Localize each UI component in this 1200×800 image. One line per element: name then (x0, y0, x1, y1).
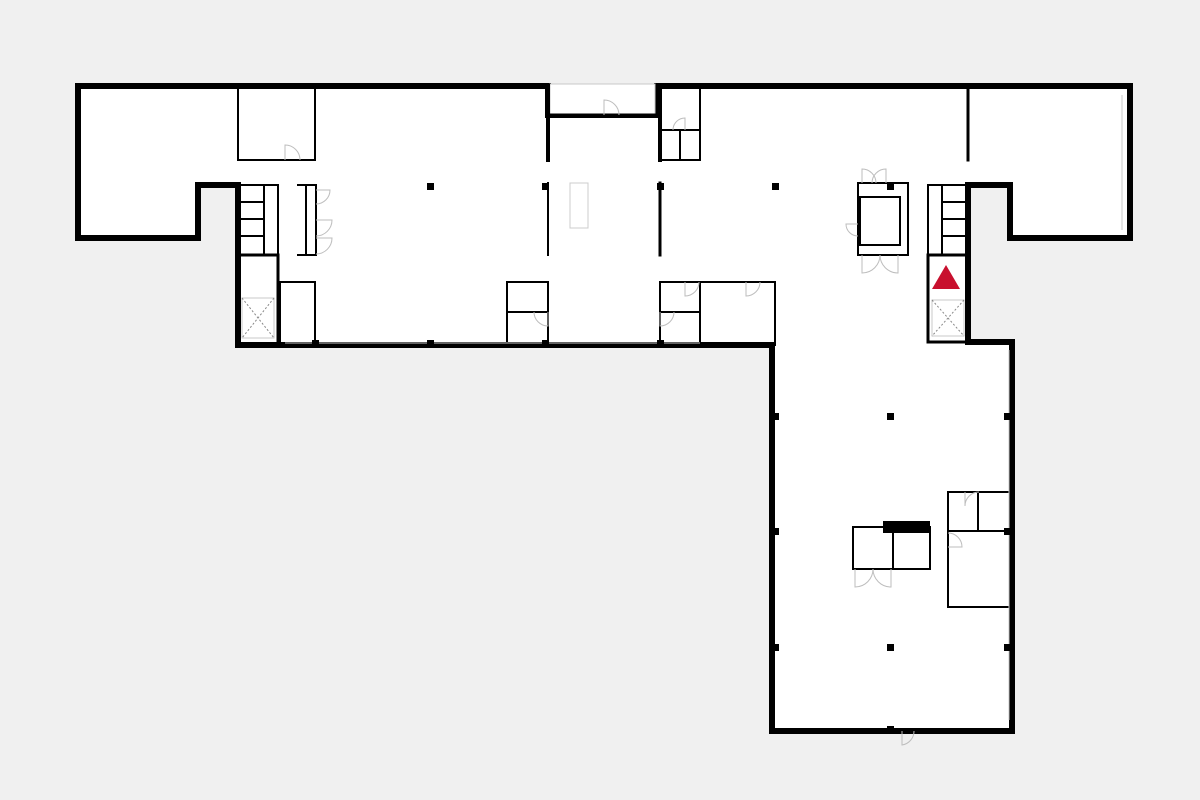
you-are-here-triangle-icon (932, 265, 960, 289)
interior-walls (236, 84, 1013, 608)
entrance-vestibule (549, 83, 656, 115)
building-outline (75, 83, 1133, 734)
elevators (241, 297, 965, 339)
doors (284, 99, 980, 746)
columns (312, 183, 1012, 732)
